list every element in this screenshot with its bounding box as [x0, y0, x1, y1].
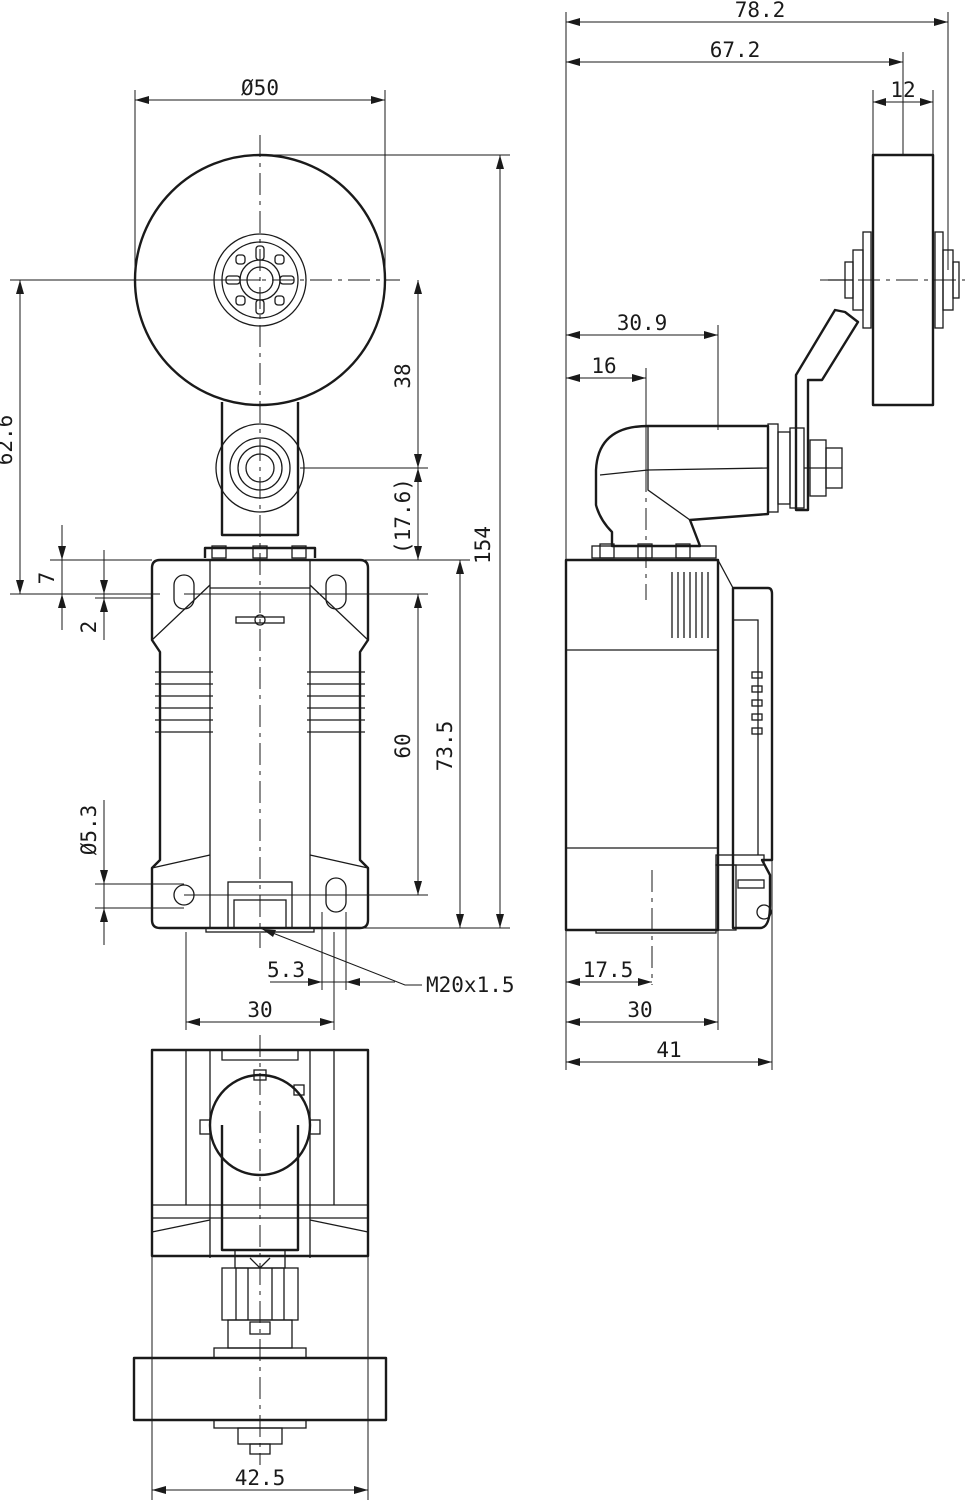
dim-hole-diameter: Ø5.3	[77, 805, 101, 856]
side-head	[594, 424, 770, 548]
dim-78-2: 78.2	[735, 0, 786, 22]
dim-67-2: 67.2	[710, 38, 761, 62]
dim-thread: M20x1.5	[426, 973, 515, 997]
dimension-lines	[10, 12, 949, 1500]
side-ribs	[671, 572, 709, 638]
head-base	[203, 546, 317, 558]
dim-41: 41	[656, 1038, 681, 1062]
dim-5-3: 5.3	[267, 958, 305, 982]
dim-30-front: 30	[247, 998, 272, 1022]
side-view	[564, 153, 965, 985]
dim-73-5: 73.5	[433, 721, 457, 772]
dim-154: 154	[471, 526, 495, 564]
dim-38: 38	[391, 363, 415, 388]
dim-60: 60	[391, 733, 415, 758]
dim-2: 2	[77, 621, 101, 634]
dimension-labels: 78.2 67.2 12 Ø50 154 62.6 38 (17.6) 60 7…	[0, 0, 916, 1490]
dim-16: 16	[591, 354, 616, 378]
dim-30-side: 30	[627, 998, 652, 1022]
dim-12: 12	[890, 78, 915, 102]
dim-17-5: 17.5	[583, 958, 634, 982]
bottom-view	[132, 1035, 388, 1465]
dim-17-6: (17.6)	[391, 478, 415, 554]
dim-62-6: 62.6	[0, 415, 17, 466]
dim-roller-diameter: Ø50	[241, 76, 279, 100]
dim-30-9: 30.9	[617, 311, 668, 335]
dim-42-5: 42.5	[235, 1466, 286, 1490]
thread-leader	[259, 927, 422, 986]
front-view	[120, 135, 400, 948]
side-cover	[731, 586, 774, 930]
side-lever-arm	[794, 308, 860, 512]
dim-7: 7	[35, 572, 59, 585]
side-housing	[564, 558, 720, 932]
front-ribs	[155, 671, 365, 733]
